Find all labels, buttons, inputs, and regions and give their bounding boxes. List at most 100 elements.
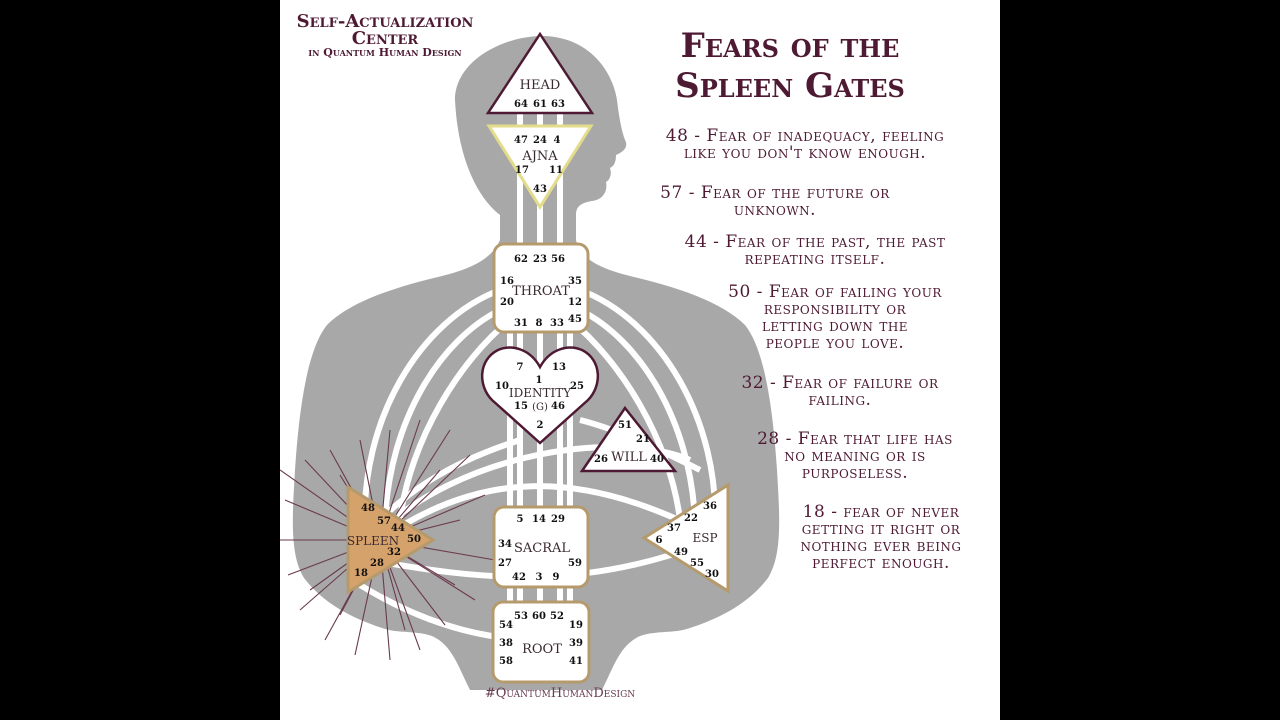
gate: 44 [391,523,405,534]
fear-line: 28 - Fear that life has [757,429,953,449]
centers [346,31,730,684]
gate: 47 [514,135,528,146]
gate: 23 [533,254,547,265]
fear-line: failing. [808,390,872,410]
gate: 27 [498,558,512,569]
gate: 40 [650,454,664,465]
fear-line: repeating itself. [744,249,886,269]
gate: 38 [499,638,513,649]
gate: 24 [533,135,547,146]
gate: 31 [514,318,528,329]
gate: 1 [536,375,543,386]
fear-item-44: 44 - Fear of the past, the past repeatin… [650,234,980,268]
gate: 33 [550,318,564,329]
gate: 51 [618,420,632,431]
gate: 26 [594,454,608,465]
gate: 25 [570,381,584,392]
fear-line: 32 - Fear of failure or [741,373,939,393]
gate: 4 [554,135,561,146]
throat-center [492,242,590,334]
fear-line: no meaning or is [784,446,926,466]
fear-line: 48 - Fear of inadequacy, feeling [665,126,945,146]
gate: 50 [407,534,421,545]
bodygraph: HEAD 64 61 63 AJNA 47 24 4 17 11 43 THRO… [280,31,780,690]
gate: 32 [387,547,401,558]
gate: 15 [514,401,528,412]
fear-item-28: 28 - Fear that life has no meaning or is… [735,431,975,482]
fear-line: perfect enough. [812,553,950,573]
gate: 19 [569,620,583,631]
fear-line: 50 - Fear of failing your [728,282,942,302]
gate: 12 [568,297,582,308]
gate: 53 [514,611,528,622]
fear-line: purposeless. [801,463,909,483]
brand-line-1: Self-Actualization [296,11,474,32]
fear-item-18: 18 - fear of never getting it right or n… [770,504,992,572]
gate: 56 [551,254,565,265]
fear-item-57: 57 - Fear of the future or unknown. [625,185,925,219]
gate: 20 [500,297,514,308]
gate: 5 [517,514,524,525]
root-center [491,600,591,684]
gate: 9 [553,572,560,583]
throat-label: THROAT [512,284,570,299]
root-label: ROOT [522,642,562,657]
page-title-line-2: Spleen Gates [675,66,905,106]
hashtag: #QuantumHumanDesign [484,686,636,701]
gate: 7 [517,362,524,373]
gate: 34 [498,539,512,550]
gate: 59 [568,558,582,569]
identity-center [480,346,600,445]
gate: 57 [377,516,391,527]
gate: 37 [667,523,681,534]
gate: 18 [354,568,368,579]
gate: 42 [512,572,526,583]
ajna-center [486,124,594,210]
gate: 62 [514,254,528,265]
gate: 48 [361,503,375,514]
ajna-label: AJNA [521,149,558,164]
esp-center [641,482,730,594]
gate: 43 [533,184,547,195]
head-center [485,31,595,115]
gate: 55 [690,558,704,569]
gate: 39 [569,638,583,649]
fear-line: like you don't know enough. [683,143,927,163]
spleen-center [346,484,436,595]
gate: 11 [549,165,563,176]
gate: 54 [499,620,513,631]
gate: 29 [551,514,565,525]
identity-label: IDENTITY [509,386,572,400]
fear-line: responsibility or [763,299,907,319]
head-label: HEAD [520,78,561,93]
sacral-center [492,505,590,589]
will-label: WILL [611,450,647,465]
brand-line-3: in Quantum Human Design [308,46,462,59]
spleen-label: SPLEEN [347,534,399,548]
gate: 10 [495,381,509,392]
canvas: HEAD 64 61 63 AJNA 47 24 4 17 11 43 THRO… [280,0,1000,720]
will-center [579,405,678,473]
gate: 35 [568,276,582,287]
gate: 64 [514,99,528,110]
brand-line-2: Center [351,28,419,49]
gate: 45 [568,314,582,325]
gate: 17 [515,165,529,176]
gate: 2 [537,420,544,431]
gate: 13 [552,362,566,373]
fear-line: 18 - fear of never [802,502,960,522]
gate: 30 [705,569,719,580]
esp-label: ESP [692,531,717,545]
gate: 21 [636,434,650,445]
gate: 36 [703,501,717,512]
gate: 41 [569,656,583,667]
page-title-line-1: Fears of the [680,26,900,66]
gate: 58 [499,656,513,667]
fear-line: 44 - Fear of the past, the past [684,232,946,252]
fear-item-48: 48 - Fear of inadequacy, feeling like yo… [625,128,985,162]
gate: 46 [551,401,565,412]
gate: 61 [533,99,547,110]
fear-line: nothing ever being [800,536,962,556]
gate: 52 [550,611,564,622]
gate: 22 [684,513,698,524]
